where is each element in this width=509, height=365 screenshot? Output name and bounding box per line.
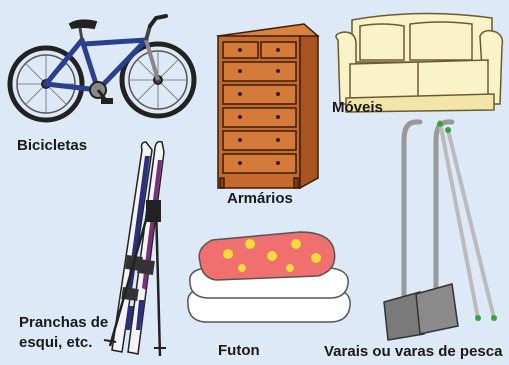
futon-icon	[187, 231, 351, 323]
skis-label-line2: esqui, etc.	[19, 334, 93, 351]
dresser-label: Armários	[227, 190, 293, 207]
sofa-icon	[335, 12, 504, 113]
drying-poles-icon	[383, 119, 497, 341]
bicycle-label: Bicicletas	[17, 137, 88, 154]
skis-label-line1: Pranchas de	[19, 314, 109, 331]
dresser-icon	[216, 23, 320, 190]
sofa-label: Móveis	[332, 99, 383, 116]
poles-label: Varais ou varas de pesca	[324, 343, 503, 360]
bicycle-icon	[7, 14, 197, 123]
skis-icon	[103, 140, 166, 357]
futon-label: Futon	[218, 342, 260, 359]
